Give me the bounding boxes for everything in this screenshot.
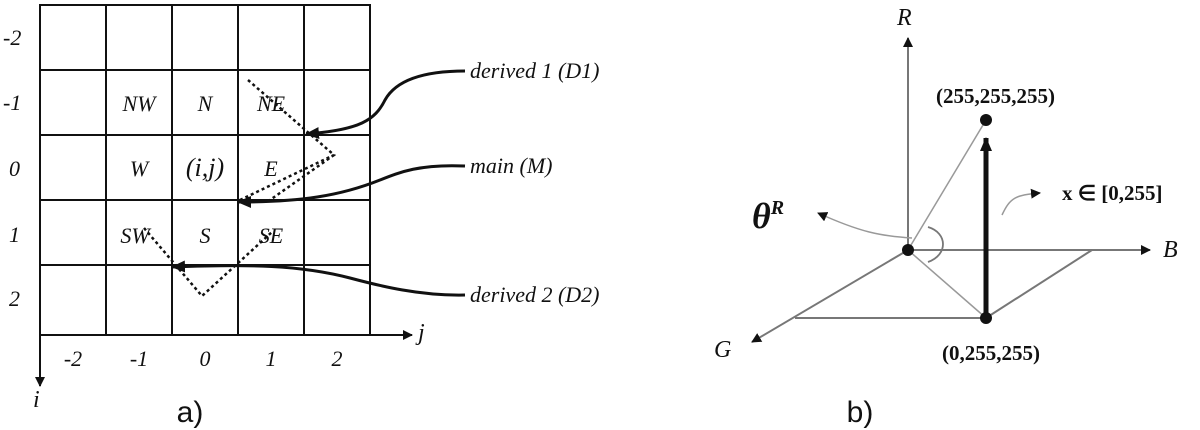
label-point-top: (255,255,255) <box>936 84 1055 108</box>
cell-ne: NE <box>256 91 286 116</box>
label-point-bottom: (0,255,255) <box>942 341 1040 365</box>
panel-b: R B G (255,255,255) (0,255,255) x ∈ [0,2… <box>714 5 1178 429</box>
cell-n: N <box>197 91 214 116</box>
dotted-path-main <box>239 153 335 202</box>
cell-w: W <box>130 156 150 181</box>
panel-a: j i -2 -1 0 1 2 -2 -1 0 1 2 NW N NE W (i… <box>3 4 600 429</box>
row-label: 0 <box>9 156 20 181</box>
dotted-path-d2 <box>143 227 273 298</box>
label-x-range: x ∈ [0,255] <box>1062 181 1163 205</box>
theta-pointer <box>817 212 913 239</box>
arrow-labels: derived 1 (D1) main (M) derived 2 (D2) <box>470 58 600 307</box>
theta-superscript: R <box>770 197 784 219</box>
arrow-main <box>237 164 466 208</box>
label-arrows <box>171 69 466 297</box>
caption-a: a) <box>177 396 204 429</box>
col-label: 1 <box>266 346 277 371</box>
cell-labels: NW N NE W (i,j) E SW S SE <box>120 91 285 248</box>
col-label: -2 <box>64 346 82 371</box>
floor-edge <box>985 249 1093 319</box>
row-label: 1 <box>9 222 20 247</box>
point-white <box>980 114 992 126</box>
col-label: 2 <box>332 346 343 371</box>
caption-b: b) <box>847 396 874 429</box>
vector-guides <box>907 119 987 319</box>
theta-arc <box>927 226 944 263</box>
label-theta: θR <box>752 196 784 236</box>
arrow-d2 <box>171 260 466 297</box>
row-label: 2 <box>9 286 20 311</box>
theta-symbol: θ <box>752 196 771 236</box>
axis-g-label: G <box>714 337 731 363</box>
g-axis <box>751 249 909 343</box>
axis-r-label: R <box>896 5 912 31</box>
cell-e: E <box>263 156 278 181</box>
guide-to-cyan <box>907 249 987 319</box>
row-labels: -2 -1 0 1 2 <box>3 25 21 311</box>
col-label: -1 <box>130 346 148 371</box>
row-label: -2 <box>3 25 21 50</box>
col-label: 0 <box>200 346 211 371</box>
point-cyan <box>980 312 992 324</box>
cell-nw: NW <box>122 91 158 116</box>
cell-sw: SW <box>120 223 151 248</box>
cell-center: (i,j) <box>186 153 224 182</box>
cell-se: SE <box>259 223 284 248</box>
x-range-pointer <box>1001 188 1041 216</box>
axis-j-label: j <box>415 320 425 346</box>
axis-b-label: B <box>1163 237 1178 263</box>
row-label: -1 <box>3 90 21 115</box>
label-derived1: derived 1 (D1) <box>470 58 600 83</box>
cell-s: S <box>200 223 211 248</box>
label-derived2: derived 2 (D2) <box>470 282 600 307</box>
col-labels: -2 -1 0 1 2 <box>64 346 343 371</box>
origin-point <box>902 244 914 256</box>
guide-to-white <box>907 119 987 251</box>
arrow-d1 <box>305 69 466 140</box>
label-main: main (M) <box>470 153 552 178</box>
dotted-paths <box>143 79 337 298</box>
axis-i-label: i <box>33 387 40 413</box>
floor-plane <box>795 249 1093 319</box>
